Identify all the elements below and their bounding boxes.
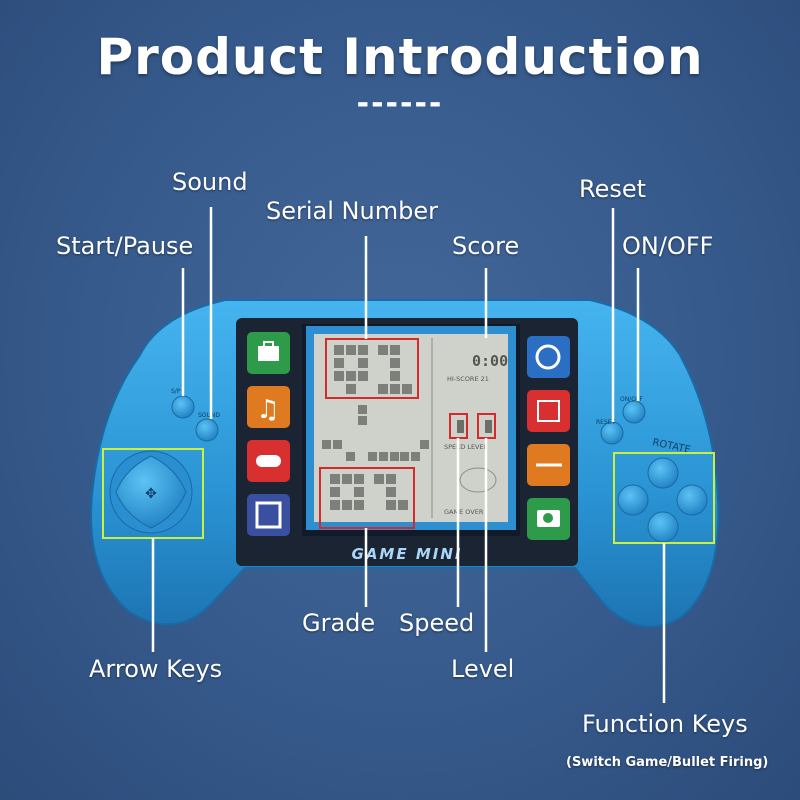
film-icon: [247, 494, 290, 536]
leader-lines: [151, 207, 666, 703]
label-sound: Sound: [172, 168, 248, 196]
lcd-blocks-middle: [322, 405, 429, 461]
label-grade: Grade: [302, 609, 376, 637]
lcd-score-digits: 0:00: [472, 352, 508, 370]
label-serial-number: Serial Number: [266, 197, 438, 225]
lcd-game-over: GAME OVER: [444, 508, 484, 516]
lcd-blocks-bottom: [330, 474, 408, 510]
page-title: Product Introduction: [96, 28, 704, 86]
lcd-blocks-top: [334, 345, 412, 394]
label-arrow-keys: Arrow Keys: [89, 655, 223, 683]
refresh-icon: [527, 336, 570, 378]
svg-text:RESET: RESET: [596, 419, 616, 426]
title-underline: ------: [356, 86, 444, 121]
label-level: Level: [451, 655, 515, 683]
label-reset: Reset: [579, 175, 647, 203]
svg-text:✥: ✥: [145, 486, 157, 502]
lcd-hiscore: HI-SCORE 21: [447, 375, 489, 383]
lcd-speed-level: SPEED LEVEL: [444, 443, 488, 451]
arrow-keys-dpad: ✥: [109, 450, 193, 534]
serial-number-marker: [325, 338, 419, 399]
left-icon-column: ♫: [247, 332, 290, 536]
sound-button: [195, 418, 219, 442]
label-score: Score: [452, 232, 520, 260]
brand-text: GAME MINI: [352, 545, 463, 563]
svg-text:SOUND: SOUND: [198, 412, 220, 419]
svg-text:S/P: S/P: [171, 388, 181, 395]
label-function-keys-note: (Switch Game/Bullet Firing): [566, 755, 769, 770]
chip-icon: [527, 390, 570, 432]
lcd-screen: [314, 334, 508, 522]
label-on-off: ON/OFF: [622, 232, 714, 260]
right-icon-column: [527, 336, 570, 540]
label-speed: Speed: [399, 609, 475, 637]
function-buttons: [617, 457, 708, 543]
svg-text:♫: ♫: [256, 395, 279, 425]
music-note-icon: [247, 386, 290, 428]
start-pause-button: [171, 395, 195, 419]
on-off-button: [622, 400, 646, 424]
label-function-keys: Function Keys: [582, 710, 748, 738]
label-start-pause: Start/Pause: [56, 232, 194, 260]
svg-text:ON/OFF: ON/OFF: [620, 396, 643, 403]
